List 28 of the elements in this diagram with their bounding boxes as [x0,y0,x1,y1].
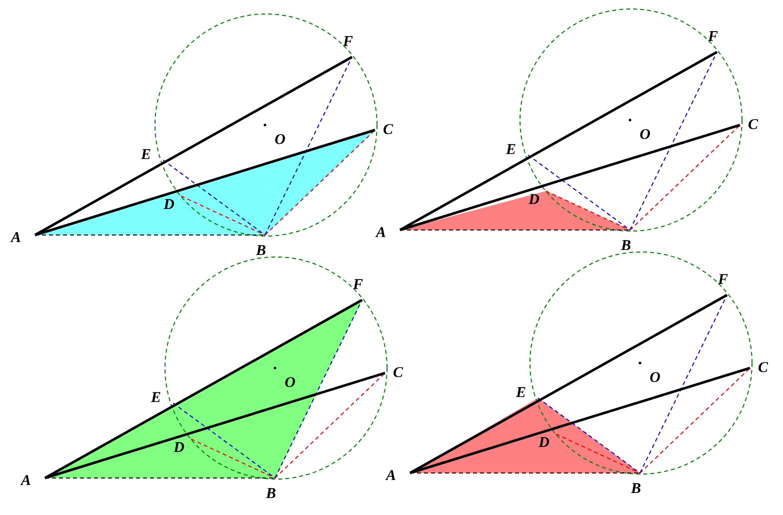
point-label: E [506,142,516,158]
point-label: A [11,230,21,246]
point-label: A [386,468,396,484]
point-label: D [538,435,550,451]
point-label: D [174,440,184,456]
point-label: C [393,365,403,381]
point-label: O [284,375,296,391]
point-label: D [164,197,174,213]
point-label: O [640,127,650,143]
point-label: O [650,370,660,386]
point-label: D [528,192,540,208]
point-label: E [151,390,161,406]
point-label: F [353,277,363,293]
point-label: F [708,29,718,45]
point-label: E [516,385,526,401]
point-label: E [141,147,151,163]
point-label: O [274,132,286,148]
point-label: F [343,34,353,50]
point-label: B [256,243,266,259]
point-label: A [21,473,31,489]
point-label: C [748,117,758,133]
point-label: B [621,238,631,254]
point-label: C [383,122,393,138]
point-label: B [631,481,641,497]
point-label: B [266,486,276,502]
point-label: C [758,360,768,376]
point-label: F [718,272,728,288]
point-label: A [376,225,386,241]
